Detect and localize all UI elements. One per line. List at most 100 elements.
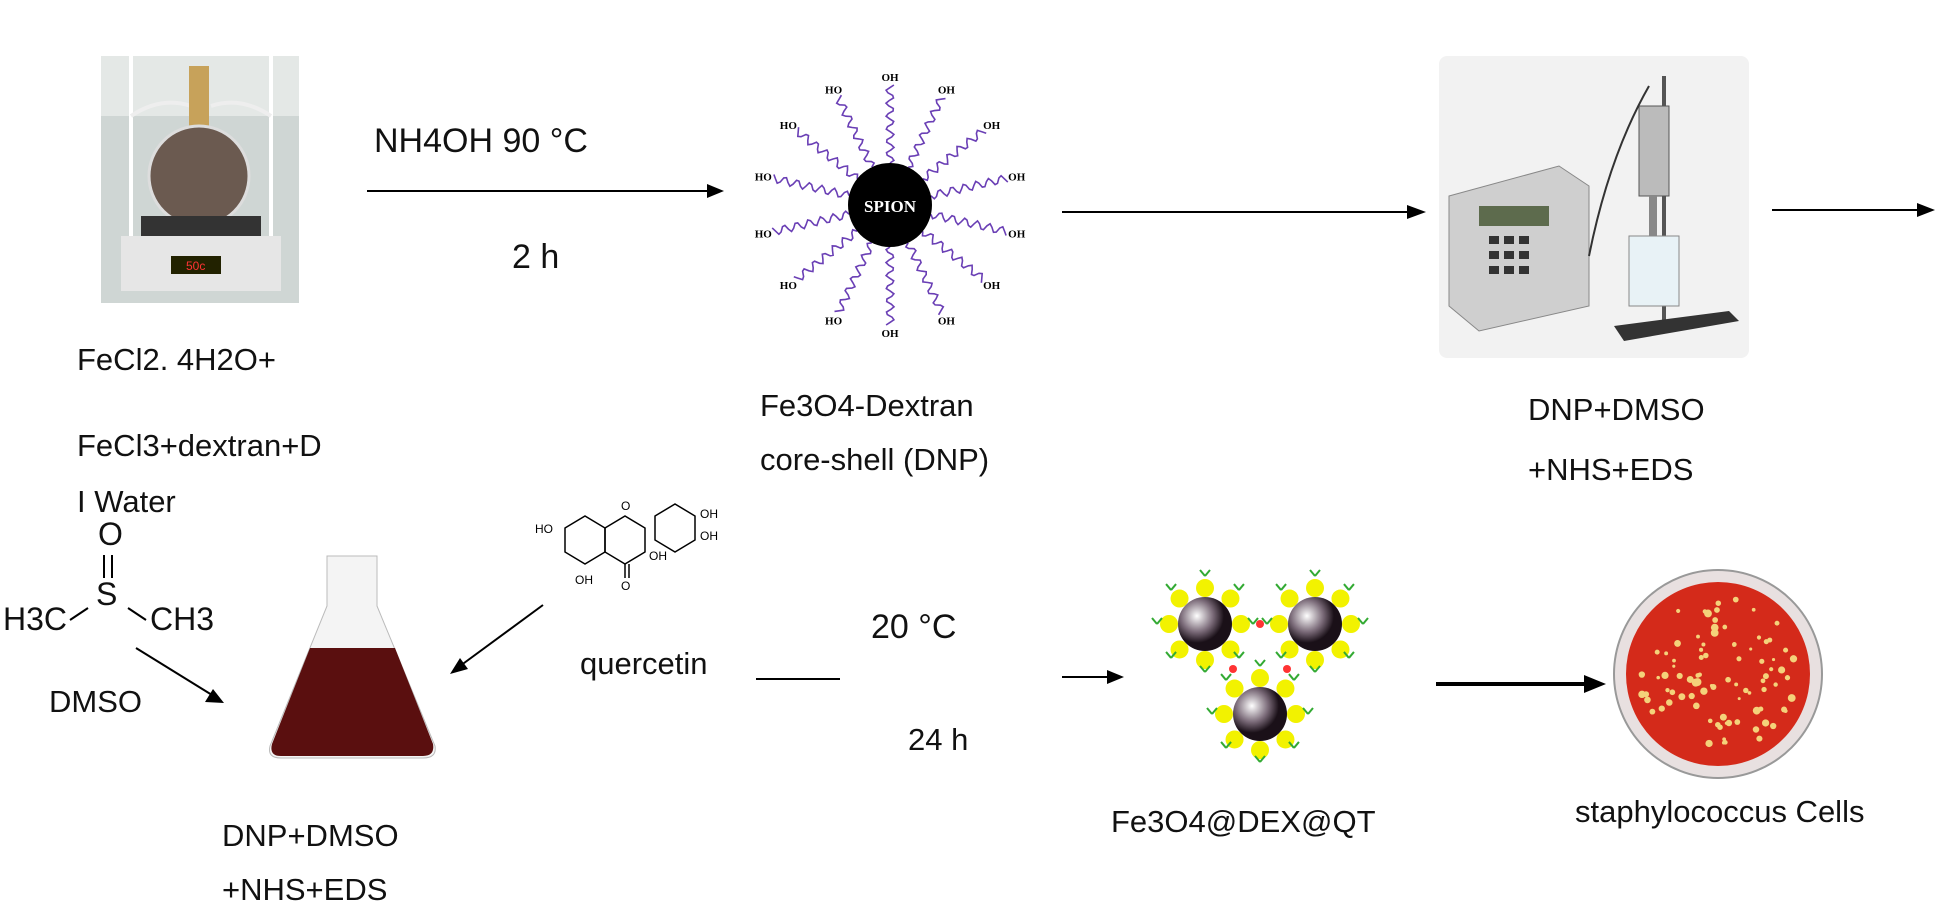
hydroxyl-label: HO — [755, 172, 773, 184]
dmso-label: DMSO — [49, 684, 142, 719]
svg-text:OH: OH — [700, 529, 718, 543]
ligand-mark — [1261, 617, 1273, 625]
ligand-mark — [1275, 583, 1287, 591]
colony — [1705, 739, 1713, 748]
dextran-chain — [884, 84, 896, 164]
colony — [1774, 620, 1780, 626]
dmso-methyl-left: H3C — [3, 601, 68, 637]
cells-label: staphylococcus Cells — [1575, 794, 1865, 829]
ligand-mark — [1309, 665, 1321, 673]
svg-text:OH: OH — [700, 507, 718, 521]
dextran-chain — [884, 246, 896, 326]
colony — [1712, 617, 1719, 623]
dextran-chain — [771, 210, 850, 236]
svg-text:OH: OH — [575, 573, 593, 587]
hydroxyl-label: HO — [755, 228, 773, 240]
colony — [1719, 713, 1727, 721]
quercetin-dot — [1306, 651, 1324, 669]
hydroxyl-label: OH — [983, 280, 1001, 292]
hydroxyl-label: OH — [938, 315, 956, 327]
linker-dot — [1229, 665, 1237, 673]
quercetin-dot — [1276, 679, 1295, 698]
colony — [1707, 718, 1713, 724]
ligand-mark — [1288, 741, 1300, 749]
dextran-chain — [834, 242, 872, 313]
colony — [1760, 678, 1766, 684]
quercetin-dot — [1196, 579, 1214, 597]
colony — [1701, 642, 1706, 647]
colony — [1688, 692, 1695, 700]
quercetin-label: quercetin — [580, 646, 708, 681]
nanoparticle — [1288, 597, 1342, 651]
colony — [1771, 657, 1776, 662]
colony — [1672, 658, 1676, 663]
colony — [1737, 697, 1741, 701]
colony — [1656, 675, 1660, 680]
fe3o4-dex-qt-nanoparticle-cluster — [1151, 569, 1369, 763]
quercetin-dot — [1342, 615, 1360, 633]
colony — [1783, 708, 1788, 714]
erlenmeyer-flask-image — [269, 555, 436, 759]
reaction-apparatus-photo: 50c — [101, 56, 299, 303]
colony — [1756, 735, 1763, 742]
dextran-chain — [930, 212, 1007, 236]
dmso-methyl-right: CH3 — [150, 601, 215, 637]
arrow-4 — [1062, 670, 1124, 684]
quercetin-dot — [1280, 589, 1299, 608]
ligand-mark — [1199, 665, 1211, 673]
dnp-label-line-2: core-shell (DNP) — [760, 442, 990, 477]
colony — [1743, 687, 1749, 694]
colony — [1789, 655, 1798, 663]
hydroxyl-label: OH — [983, 120, 1001, 132]
colony — [1761, 686, 1767, 693]
ligand-mark — [1165, 651, 1177, 659]
linker-dot — [1256, 620, 1264, 628]
colony — [1703, 652, 1709, 659]
colony — [1722, 624, 1728, 630]
colony — [1638, 671, 1646, 678]
svg-text:OH: OH — [649, 549, 667, 563]
flask-label-line-2: +NHS+EDS — [222, 872, 388, 906]
hydroxyl-label: HO — [825, 85, 843, 97]
spion-label: SPION — [864, 197, 917, 216]
colony — [1644, 696, 1651, 704]
ligand-mark — [1233, 651, 1245, 659]
hydroxyl-label: OH — [1008, 228, 1026, 240]
dextran-chain — [835, 94, 876, 168]
colony — [1669, 689, 1676, 696]
reaction-time-label: 2 h — [512, 238, 560, 276]
colony — [1747, 691, 1752, 695]
colony — [1773, 682, 1778, 687]
colony — [1649, 708, 1656, 715]
product-label: Fe3O4@DEX@QT — [1111, 804, 1376, 839]
ligand-mark — [1247, 617, 1259, 625]
quercetin-dot — [1160, 615, 1178, 633]
colony — [1752, 726, 1760, 733]
ligand-mark — [1206, 707, 1218, 715]
quercetin-dot — [1225, 679, 1244, 698]
arrow-1 — [367, 184, 724, 198]
ligand-mark — [1357, 617, 1369, 625]
colony — [1724, 721, 1728, 725]
colony — [1664, 651, 1669, 656]
dmso-sulfur: S — [96, 576, 118, 612]
ligand-mark — [1302, 707, 1314, 715]
quercetin-dot — [1251, 741, 1269, 759]
dextran-chain — [904, 242, 945, 316]
colony — [1665, 687, 1670, 693]
precursor-line-2: FeCl3+dextran+D — [77, 428, 322, 463]
reaction-condition-label: NH4OH 90 °C — [374, 122, 588, 160]
colony — [1658, 705, 1665, 712]
colony — [1700, 687, 1708, 695]
hydroxyl-label: OH — [938, 85, 956, 97]
flask-label-line-1: DNP+DMSO — [222, 818, 399, 853]
colony — [1676, 608, 1681, 614]
quercetin-dot — [1331, 589, 1350, 608]
hydroxyl-label: OH — [881, 328, 899, 340]
hydroxyl-label: OH — [1008, 172, 1026, 184]
sonication-label-line-1: DNP+DMSO — [1528, 392, 1705, 427]
colony — [1732, 596, 1739, 603]
